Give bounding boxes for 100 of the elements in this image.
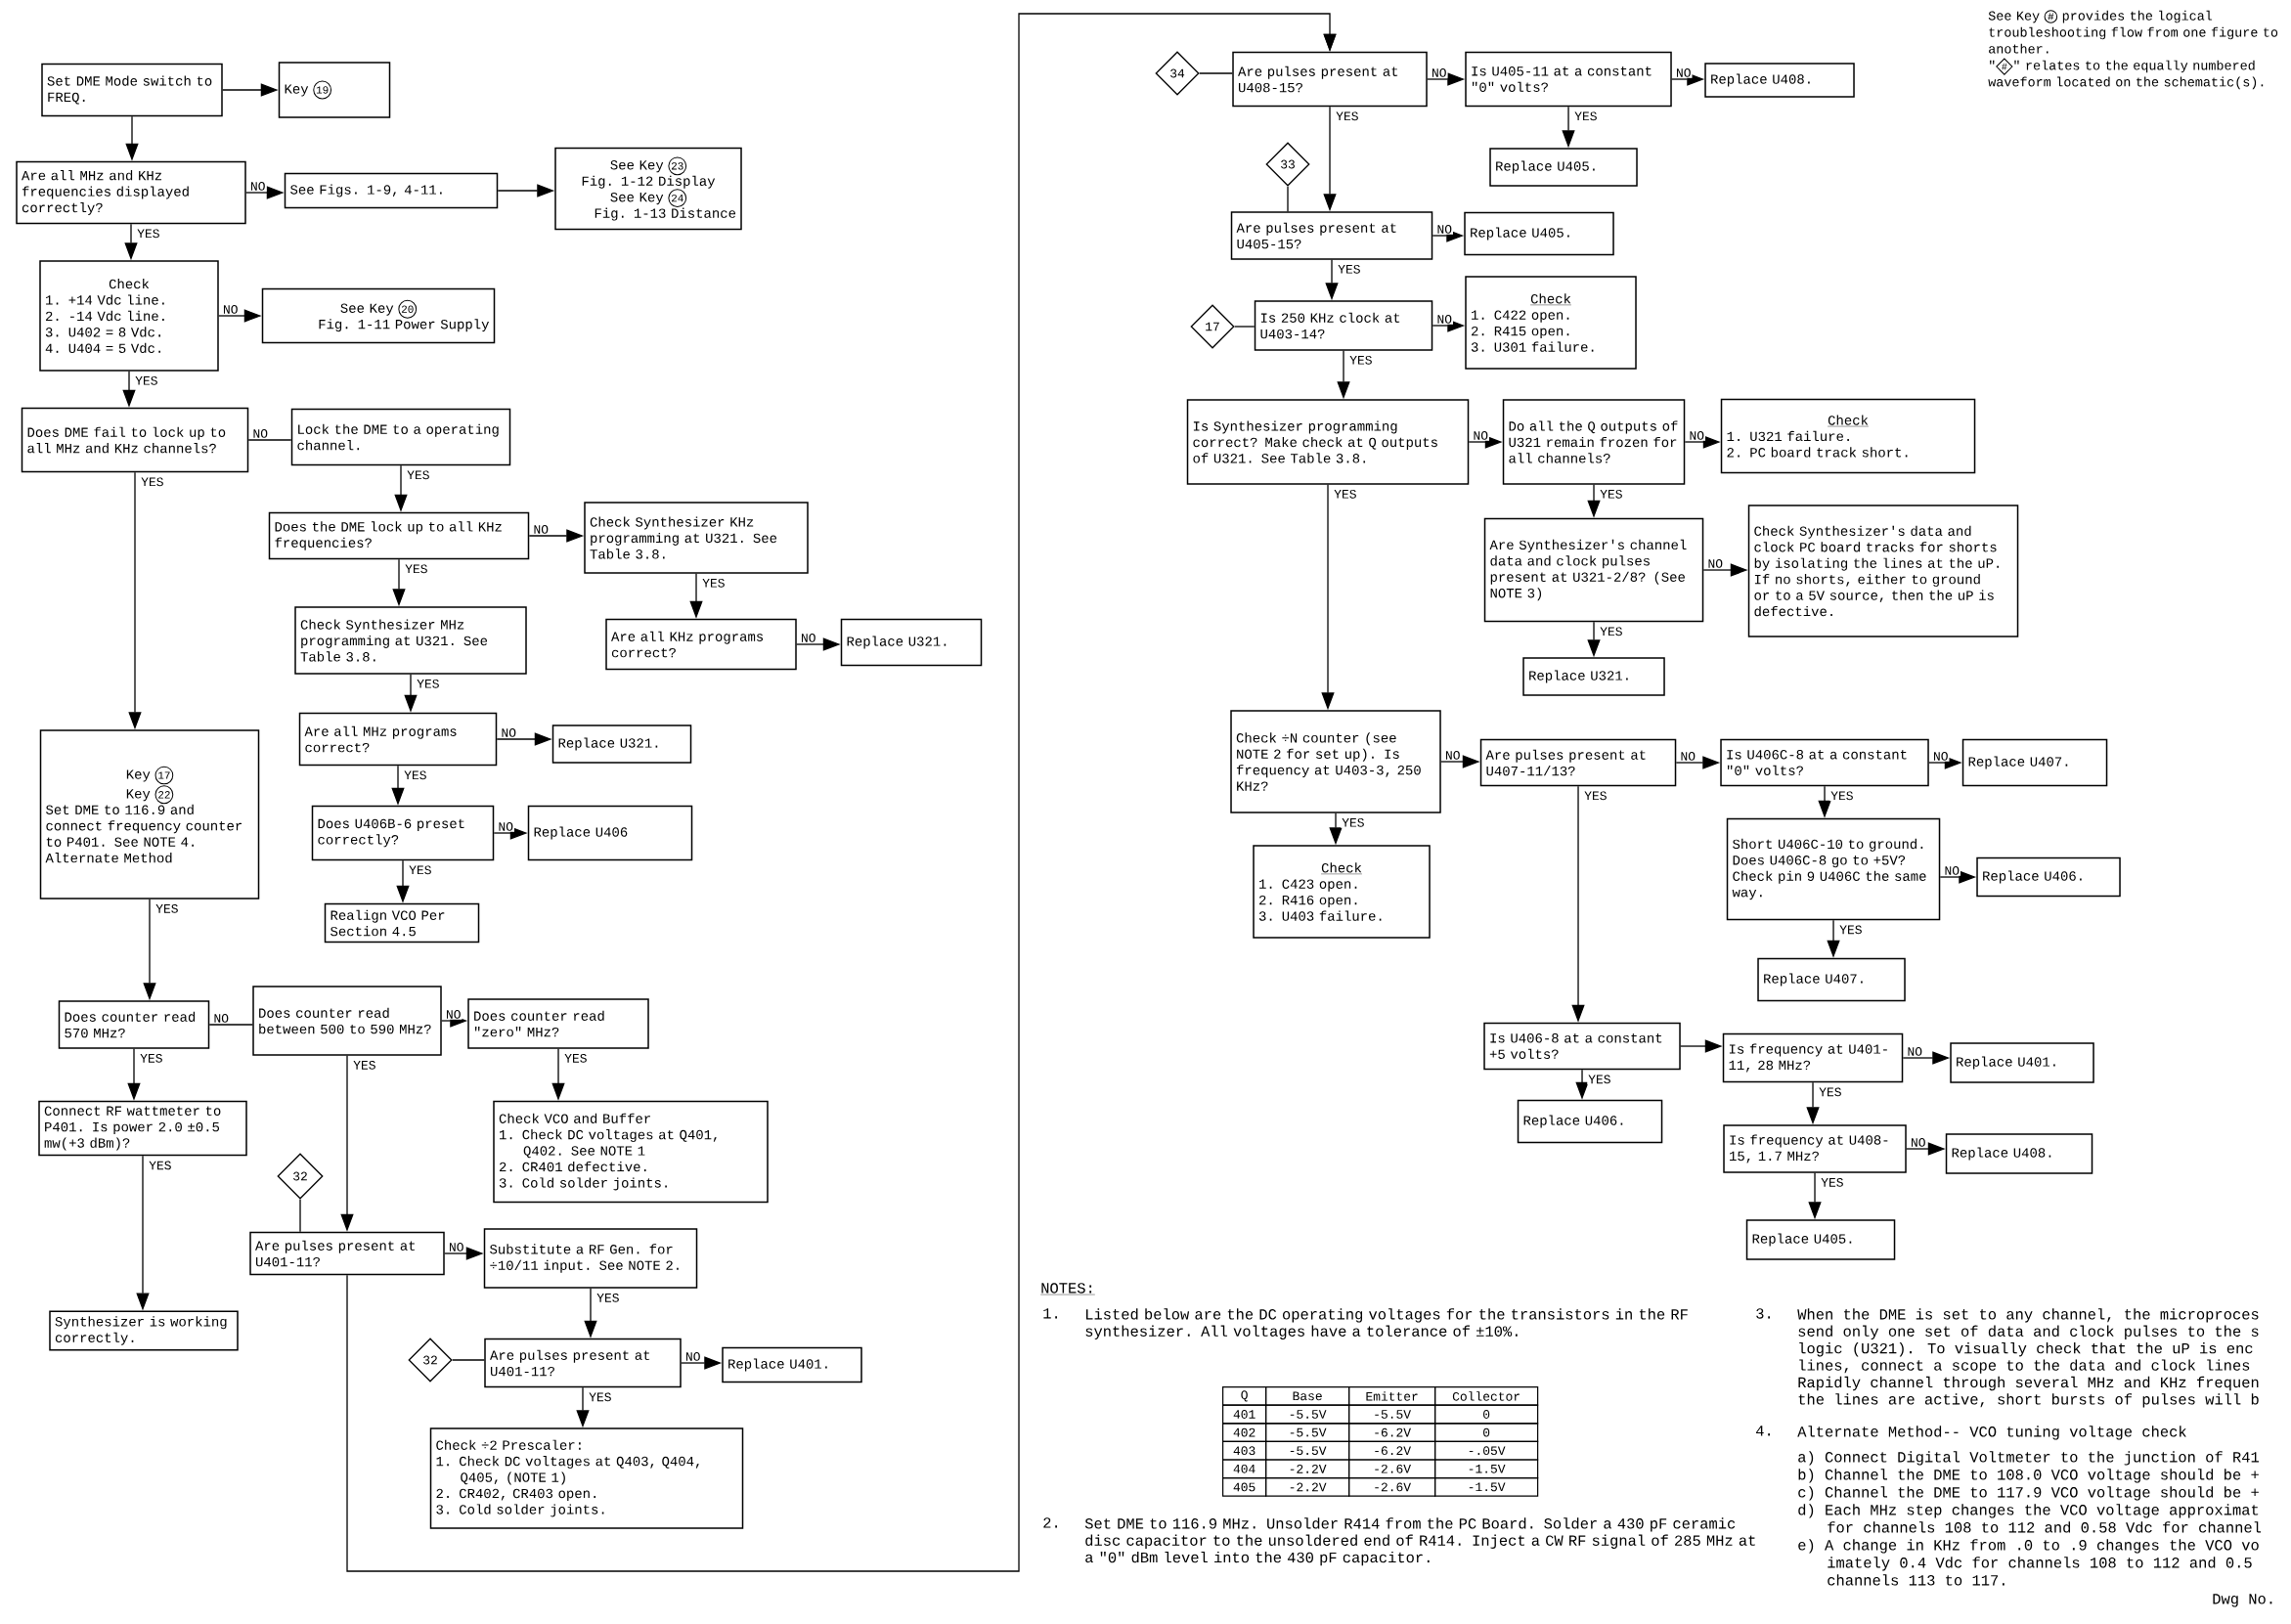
note-line: lines, connect a scope to the data and clock lines <box>1799 1359 2250 1374</box>
label: " relates to the equally numbered <box>2014 60 2255 73</box>
action-box: Set DME Mode switch to FREQ. <box>41 63 223 117</box>
action-box: Check Synthesizer's data and clock PC board tracks for shorts by isolating the lines at the uP. If no shorts, either to ground or to a 5V source, then the uP is defective. <box>1747 505 2019 637</box>
notes-heading: NOTES: <box>1040 1283 1095 1295</box>
drawing-number-label: Dwg No. <box>2213 1594 2272 1607</box>
decision-box: Does the DME lock up to all KHz frequencies? <box>268 511 530 560</box>
arrow <box>346 13 1337 1572</box>
edge-label: NO <box>1435 224 1453 235</box>
note-line: c) Channel the DME to 117.9 VCO voltage should be + <box>1798 1486 2259 1501</box>
note-number: 2. <box>1043 1517 1057 1528</box>
edge-label: YES <box>408 864 433 876</box>
edge-label: NO <box>444 1009 463 1020</box>
connector-line <box>1199 72 1233 74</box>
decision-box: Are all KHz programs correct? <box>605 618 797 671</box>
edge-label: YES <box>588 1391 613 1403</box>
edge-label: YES <box>1599 488 1624 500</box>
table-cell: Emitter <box>1348 1386 1436 1406</box>
table-cell: -1.5V <box>1434 1459 1539 1479</box>
decision-box: Is frequency at U408-15, 1.7 MHz? <box>1723 1124 1907 1173</box>
edge-label: NO <box>212 1013 230 1024</box>
action-box: Check ÷2 Prescaler: 1. Check DC voltages at Q403, Q404, Q405, (NOTE 1) 2. CR402, CR403 open. 3. Cold solder joints. <box>429 1427 744 1529</box>
table-cell: 0 <box>1434 1404 1539 1425</box>
edge-label: YES <box>563 1052 589 1064</box>
note-line: imately 0.4 Vdc for channels 108 to 112 and 0.5 <box>1828 1557 2252 1571</box>
edge-label: YES <box>1838 924 1864 936</box>
edge-label: NO <box>1430 67 1448 78</box>
edge-label: NO <box>221 304 240 315</box>
note-number: 4. <box>1756 1426 1770 1436</box>
action-box: See Key 23 Fig. 1-12 Display See Key 24 Fig. 1-13 Distance <box>554 147 742 231</box>
note-line: the lines are active, short bursts of pulses will b <box>1798 1393 2259 1408</box>
action-box: Check 1. C422 open. 2. R415 open. 3. U301 failure. <box>1465 276 1637 370</box>
action-box: Lock the DME to a operating channel. <box>290 408 511 466</box>
action-box: Replace U408. <box>1945 1133 2093 1174</box>
note-line: b) Channel the DME to 108.0 VCO voltage should be + <box>1798 1469 2259 1483</box>
edge-label: YES <box>136 228 161 240</box>
decision-box: Is frequency at U401-11, 28 MHz? <box>1722 1032 1904 1083</box>
note-line: Rapidly channel through several MHz and KHz frequen <box>1798 1376 2259 1391</box>
edge-label: YES <box>1335 110 1360 122</box>
action-box: Replace U408. <box>1704 63 1855 98</box>
edge-label: YES <box>134 374 159 386</box>
table-cell: 405 <box>1222 1477 1267 1497</box>
decision-box: Are pulses present at U401-11? <box>484 1338 682 1388</box>
table-cell: -2.6V <box>1348 1477 1436 1497</box>
connector-line <box>299 1199 301 1233</box>
edge-label: NO <box>1906 1046 1923 1057</box>
edge-label: NO <box>500 727 517 738</box>
table-cell: -2.6V <box>1348 1459 1436 1479</box>
decision-box: Are pulses present at U405-15? <box>1230 211 1433 260</box>
action-box: Replace U321. <box>840 618 983 667</box>
note-line: e) A change in KHz from .0 to .9 changes the VCO vo <box>1798 1539 2259 1554</box>
action-box: Replace U405. <box>1464 211 1614 256</box>
decision-box: Are pulses present at U407-11/13? <box>1479 738 1677 787</box>
action-box: Replace U321. <box>551 724 692 764</box>
decision-box: Are pulses present at U401-11? <box>249 1231 445 1276</box>
action-box: Replace U407. <box>1757 957 1906 1002</box>
edge-label: YES <box>1341 816 1366 828</box>
note-line: channels 113 to 117. <box>1828 1574 2005 1586</box>
table-cell: -5.5V <box>1348 1404 1436 1425</box>
edge-label: YES <box>1820 1176 1845 1188</box>
action-box: Substitute a RF Gen. for ÷10/11 input. See NOTE 2. <box>483 1228 698 1289</box>
table-cell: -5.5V <box>1265 1423 1350 1442</box>
edge-label: YES <box>1587 1074 1612 1085</box>
edge-label: YES <box>1573 110 1599 122</box>
edge-label: YES <box>1333 488 1358 500</box>
decision-box: Are pulses present at U408-15? <box>1232 51 1428 108</box>
note-line: d) Each MHz step changes the VCO voltage approximat <box>1798 1504 2259 1518</box>
connector-line <box>452 1359 485 1361</box>
edge-label: YES <box>139 1052 164 1064</box>
edge-label: YES <box>406 469 431 481</box>
table-cell: -6.2V <box>1348 1440 1436 1461</box>
label: " <box>1990 60 1995 65</box>
action-box: Replace U401. <box>1950 1042 2094 1083</box>
table-cell: 403 <box>1222 1440 1267 1461</box>
action-box: Check 1. C423 open. 2. R416 open. 3. U403 failure. <box>1253 845 1431 939</box>
note-line: send only one set of data and clock pulses to the s <box>1798 1325 2259 1339</box>
edge-label: NO <box>1472 430 1489 441</box>
edge-label: NO <box>1932 751 1950 762</box>
edge-label: YES <box>416 678 441 689</box>
edge-label: YES <box>352 1059 377 1071</box>
note-line: logic (U321). To visually check that the uP is enc <box>1799 1342 2253 1357</box>
action-box: Check Synthesizer KHz programming at U321. See Table 3.8. <box>584 502 809 574</box>
note-number: 1. <box>1043 1308 1057 1319</box>
decision-box: Does U406B-6 preset correctly? <box>311 805 495 861</box>
edge-label: NO <box>1679 751 1696 762</box>
note-number: 3. <box>1756 1308 1770 1319</box>
table-cell: -1.5V <box>1434 1477 1539 1497</box>
edge-label: NO <box>532 524 550 535</box>
action-box: Replace U321. <box>1522 657 1665 696</box>
decision-box: Connect RF wattmeter to P401. Is power 2.0 ±0.5 mw(+3 dBm)? <box>38 1100 247 1157</box>
table-cell: Q <box>1222 1386 1267 1406</box>
table-cell: 0 <box>1434 1423 1539 1442</box>
action-box: Check 1. +14 Vdc line. 2. -14 Vdc line. 3. U402 = 8 Vdc. 4. U404 = 5 Vdc. <box>39 260 219 372</box>
note-text: Set DME to 116.9 MHz. Unsolder R414 from the PC Board. Solder a 430 pF ceramic disc capacitor to the unsoldered end of R414. Inject a CW RF signal of 285 MHz at a "0" dBm level into the 430 pF capacitor. <box>1084 1517 1755 1566</box>
edge-label: YES <box>1583 790 1608 802</box>
edge-label: YES <box>404 563 429 575</box>
table-cell: -2.2V <box>1265 1459 1350 1479</box>
edge-label: NO <box>447 1242 465 1252</box>
action-box: Key 17 Key 22 Set DME to 116.9 and connect frequency counter to P401. See NOTE 4. Alternate Method <box>39 729 260 900</box>
connector-line <box>208 1024 253 1026</box>
